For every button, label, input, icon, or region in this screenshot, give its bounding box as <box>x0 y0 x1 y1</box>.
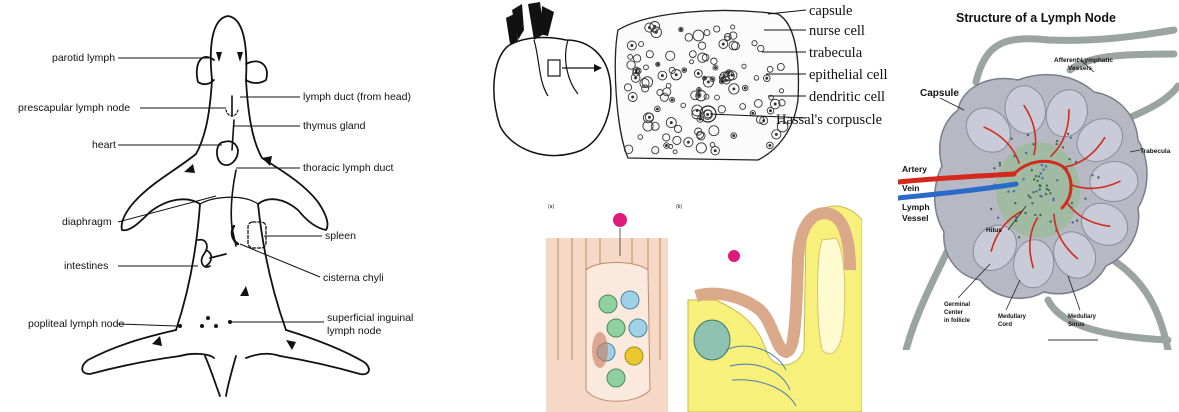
lymphoid-follicle <box>694 320 730 360</box>
antigen-particle-2 <box>728 250 740 262</box>
label-afferent-1: Afferent Lymphatic <box>1054 57 1113 64</box>
label-thymus-gland: thymus gland <box>303 120 366 132</box>
label-popliteal-node: popliteal lymph node <box>28 318 124 330</box>
label-superficial-inguinal-1: superficial inguinal <box>327 312 413 324</box>
gut-epithelium-svg: (a) (b) <box>546 200 862 412</box>
lymph-node-svg: Structure of a Lymph Node Capsule Affere… <box>898 0 1179 350</box>
rat-body-outline <box>82 16 369 396</box>
lymph-node-title: Structure of a Lymph Node <box>956 11 1116 25</box>
label-superficial-inguinal-2: lymph node <box>327 325 381 337</box>
thymus-diagram: capsule nurse cell trabecula epithelial … <box>478 0 903 195</box>
label-thoracic-duct: thoracic lymph duct <box>303 162 394 174</box>
label-spleen: spleen <box>325 230 356 242</box>
label-hassals-corpuscle: Hassal's corpuscle <box>776 112 882 128</box>
label-medullary-sinus-2: Sinus <box>1068 322 1085 328</box>
lymph-node-diagram: Structure of a Lymph Node Capsule Affere… <box>898 0 1179 350</box>
label-heart: heart <box>92 139 116 151</box>
label-medullary-cord-1: Medullary <box>998 314 1027 320</box>
label-germinal-2: Center <box>944 310 964 316</box>
organ-sketch <box>494 38 611 156</box>
thymus-svg: capsule nurse cell trabecula epithelial … <box>478 0 903 195</box>
label-capsule: Capsule <box>920 88 959 99</box>
rat-lymphatic-diagram: parotid lymph prescapular lymph node hea… <box>0 0 460 412</box>
label-medullary-cord-2: Cord <box>998 322 1012 328</box>
label-diaphragm: diaphragm <box>62 216 112 228</box>
label-vein: Vein <box>902 183 919 193</box>
label-medullary-sinus-1: Medullary <box>1068 314 1097 320</box>
label-afferent-2: Vessels <box>1068 65 1092 72</box>
label-capsule: capsule <box>809 3 852 19</box>
label-trabecula: trabecula <box>809 45 863 61</box>
rat-lymphatic-svg: parotid lymph prescapular lymph node hea… <box>0 0 460 412</box>
label-trabecula: Trabecula <box>1140 148 1171 155</box>
label-artery: Artery <box>902 164 927 174</box>
medulla-region <box>996 142 1080 238</box>
label-parotid-lymph: parotid lymph <box>52 52 115 64</box>
lymph-node-dots <box>178 316 232 328</box>
svg-text:(a): (a) <box>548 204 554 210</box>
label-cisterna-chyli: cisterna chyli <box>323 272 384 284</box>
label-lymph-vessel-2: Vessel <box>902 213 928 223</box>
label-lymph-duct-head: lymph duct (from head) <box>303 91 411 103</box>
label-dendritic-cell: dendritic cell <box>809 89 885 105</box>
gut-epithelium-diagram: (a) (b) <box>546 200 862 412</box>
rat-labels: parotid lymph prescapular lymph node hea… <box>18 52 413 337</box>
label-lymph-vessel-1: Lymph <box>902 202 930 212</box>
label-intestines: intestines <box>64 260 108 272</box>
leader-lines <box>118 58 324 326</box>
thymus-tissue-section <box>615 11 798 160</box>
label-germinal-1: Germinal <box>944 302 970 308</box>
villus-core <box>818 238 845 354</box>
label-germinal-3: in follicle <box>944 318 971 324</box>
label-nurse-cell: nurse cell <box>809 23 865 39</box>
label-epithelial-cell: epithelial cell <box>809 67 888 83</box>
antigen-particle <box>613 213 627 227</box>
svg-text:(b): (b) <box>676 204 682 210</box>
label-prescapular-node: prescapular lymph node <box>18 102 130 114</box>
label-hilus: Hilus <box>986 227 1002 234</box>
gut-tiny-labels: (a) (b) <box>548 204 682 210</box>
